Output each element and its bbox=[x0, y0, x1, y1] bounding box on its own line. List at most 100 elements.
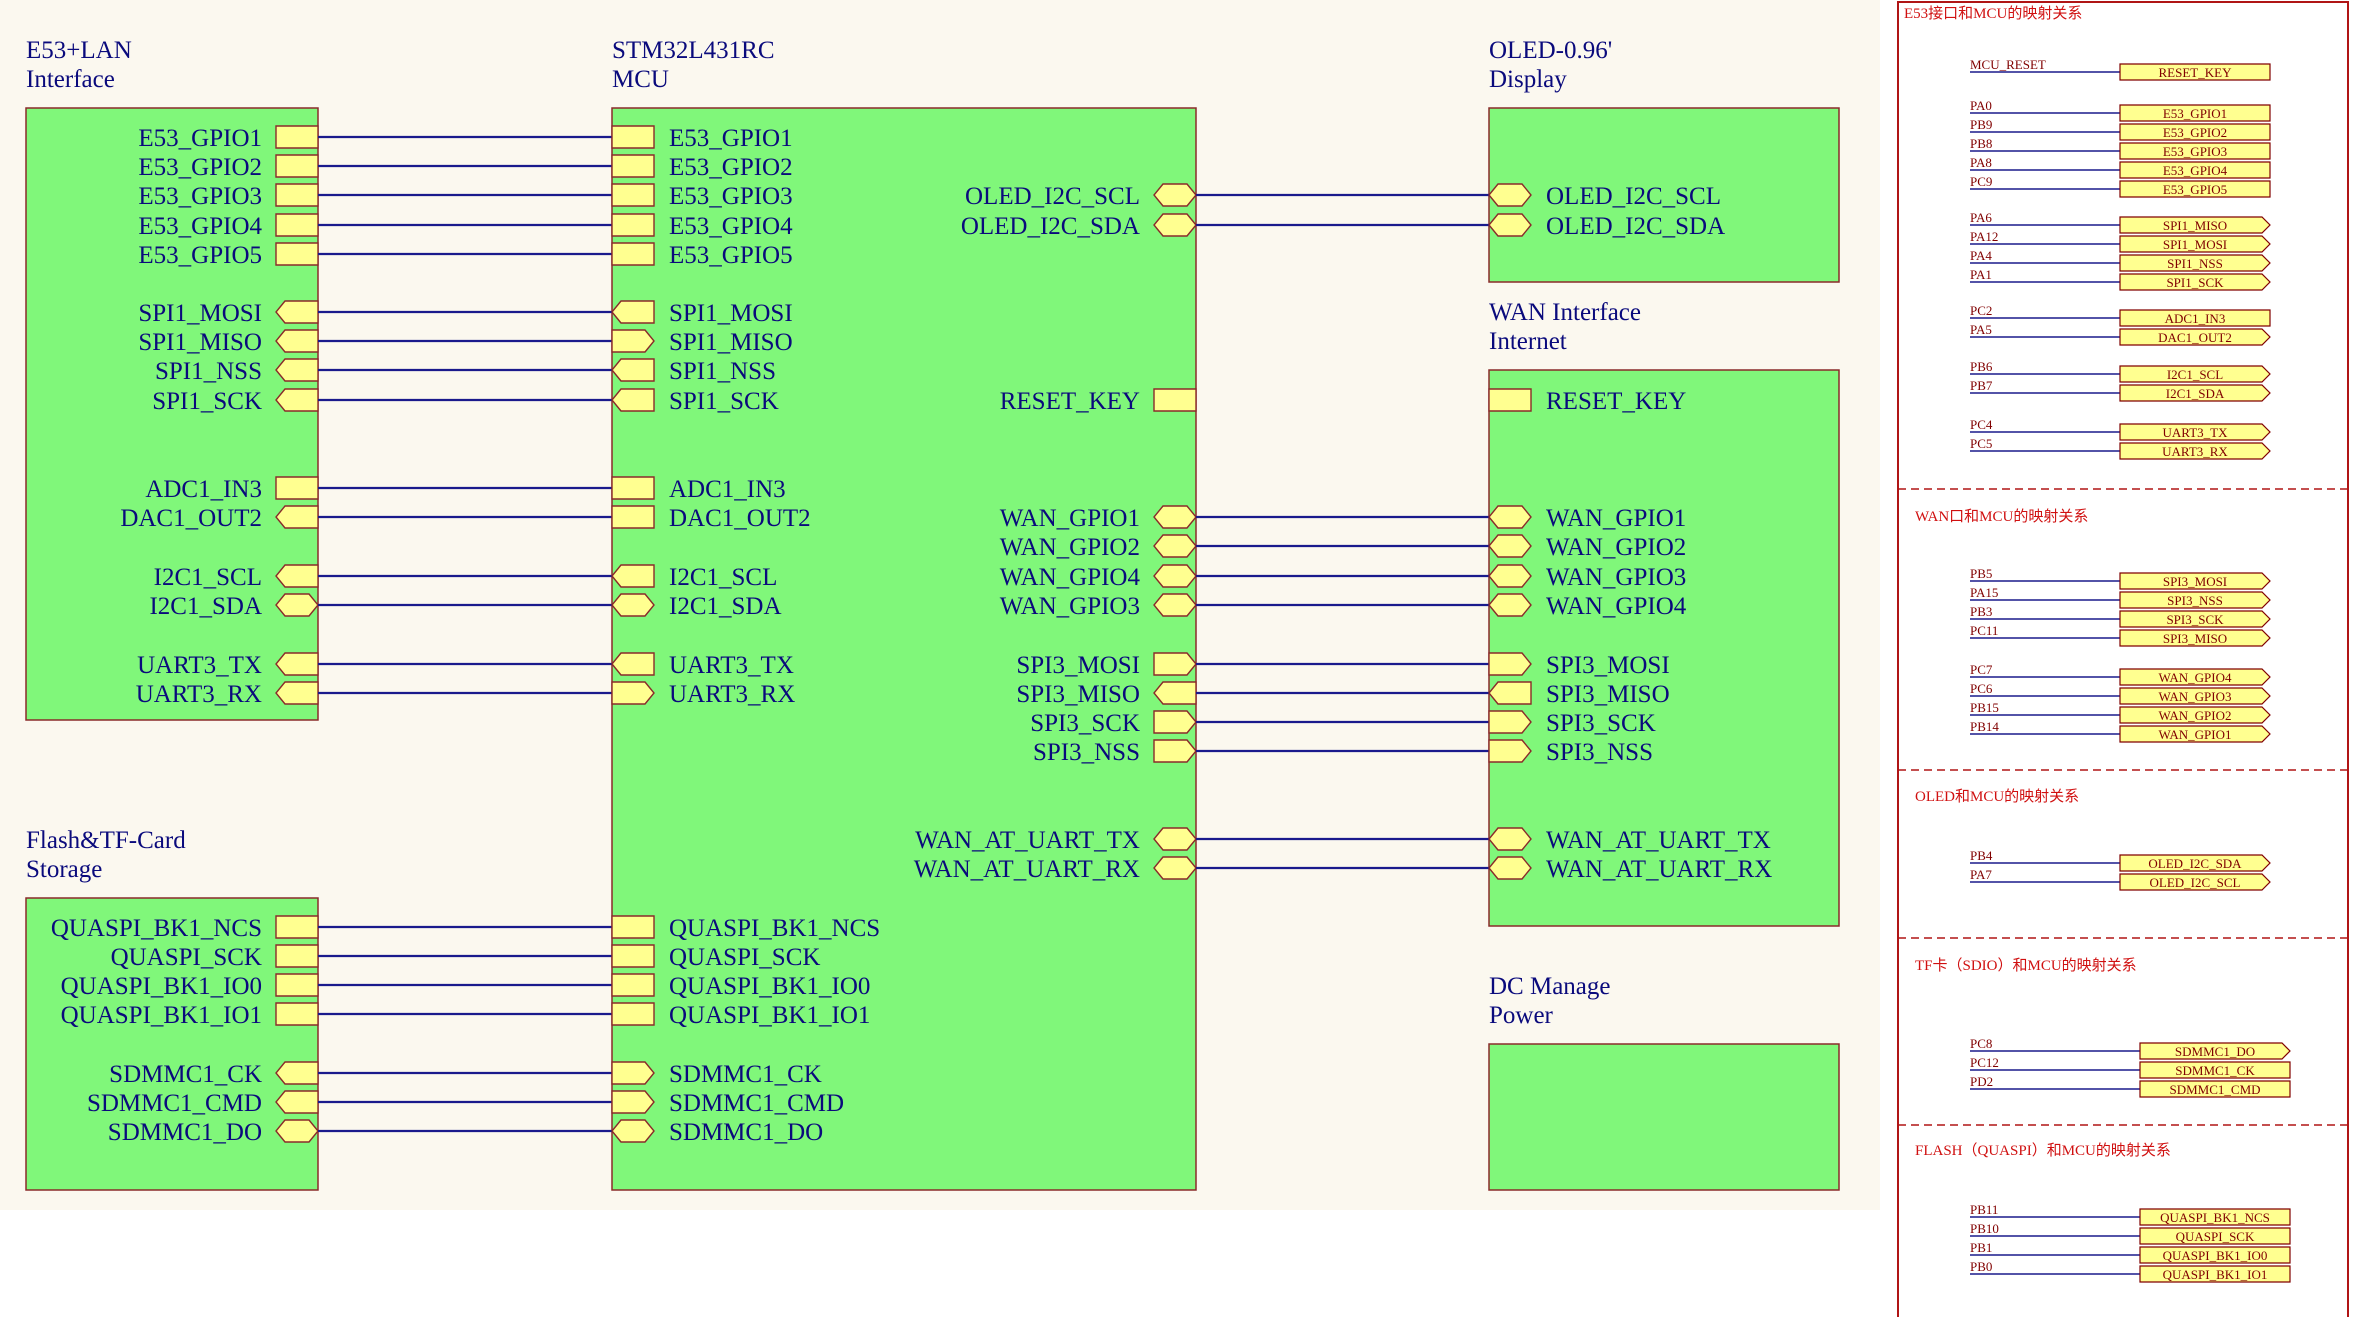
mapping-pin-label: PA15 bbox=[1970, 585, 1998, 600]
oled-title: OLED-0.96' bbox=[1489, 37, 1612, 64]
mapping-net-label: DAC1_OUT2 bbox=[2158, 330, 2232, 345]
mcu-port-e53-gpio3 bbox=[611, 183, 655, 207]
wan-port-label: RESET_KEY bbox=[1546, 388, 1686, 415]
mapping-pin-label: MCU_RESET bbox=[1970, 57, 2046, 72]
e53-port-label: DAC1_OUT2 bbox=[120, 505, 262, 532]
e53-port-label: E53_GPIO5 bbox=[138, 242, 262, 269]
e53-port-label: E53_GPIO4 bbox=[138, 213, 262, 240]
e53-port-spi1-mosi bbox=[275, 300, 319, 324]
mcu-port-quaspi-bk1-io0 bbox=[611, 973, 655, 997]
mcu-port-label: SDMMC1_CK bbox=[669, 1061, 822, 1088]
flash-port-sdmmc1-do bbox=[275, 1119, 319, 1143]
mcu-port-label: WAN_GPIO3 bbox=[1000, 593, 1140, 620]
e53-port-label: I2C1_SDA bbox=[149, 593, 262, 620]
mapping-pin-label: PD2 bbox=[1970, 1074, 1993, 1089]
map-port-uart3-rx bbox=[2119, 442, 2271, 460]
e53-port-spi1-sck bbox=[275, 388, 319, 412]
mapping-net-label: SPI1_NSS bbox=[2167, 256, 2223, 271]
dc-title: DC Manage bbox=[1489, 973, 1611, 1000]
mcu-port-oled-i2c-sda bbox=[1153, 213, 1197, 237]
mcu-port-label: SPI3_NSS bbox=[1033, 739, 1140, 766]
mapping-net-label: E53_GPIO5 bbox=[2163, 182, 2227, 197]
mapping-pin-label: PC7 bbox=[1970, 662, 1993, 677]
mapping-pin-label: PB3 bbox=[1970, 604, 1992, 619]
mapping-pin-label: PB6 bbox=[1970, 359, 1993, 374]
mcu-port-label: QUASPI_SCK bbox=[669, 944, 820, 971]
mcu-port-label: OLED_I2C_SCL bbox=[965, 183, 1140, 210]
mcu-port-label: SPI1_NSS bbox=[669, 358, 776, 385]
wan-port-label: SPI3_SCK bbox=[1546, 710, 1656, 737]
mcu-port-wan-gpio1 bbox=[1153, 505, 1197, 529]
wan-block bbox=[1488, 369, 1840, 927]
map-port-spi1-miso bbox=[2119, 216, 2271, 234]
mapping-section-title: WAN口和MCU的映射关系 bbox=[1915, 508, 2088, 525]
mcu-title: STM32L431RC bbox=[612, 37, 775, 64]
mapping-section-title: E53接口和MCU的映射关系 bbox=[1904, 5, 2082, 22]
e53-port-e53-gpio5 bbox=[275, 242, 319, 266]
mapping-pin-label: PA8 bbox=[1970, 155, 1992, 170]
wan-port-wan-gpio1 bbox=[1488, 505, 1532, 529]
mcu-port-label: QUASPI_BK1_IO1 bbox=[669, 1002, 870, 1029]
mcu-port-label: QUASPI_BK1_NCS bbox=[669, 915, 880, 942]
flash-port-label: QUASPI_BK1_IO1 bbox=[61, 1002, 262, 1029]
wan-port-wan-gpio3 bbox=[1488, 564, 1532, 588]
mapping-net-label: RESET_KEY bbox=[2159, 65, 2233, 80]
mapping-pin-label: PC2 bbox=[1970, 303, 1992, 318]
mapping-net-label: QUASPI_SCK bbox=[2176, 1229, 2255, 1244]
mapping-net-label: SPI1_MISO bbox=[2163, 218, 2227, 233]
map-port-e53-gpio1 bbox=[2119, 104, 2271, 122]
e53-port-label: I2C1_SCL bbox=[154, 564, 262, 591]
mcu-port-label: QUASPI_BK1_IO0 bbox=[669, 973, 870, 1000]
e53-port-label: E53_GPIO1 bbox=[138, 125, 262, 152]
mcu-port-wan-at-uart-tx bbox=[1153, 827, 1197, 851]
mapping-pin-label: PA1 bbox=[1970, 267, 1992, 282]
e53-port-label: SPI1_NSS bbox=[155, 358, 262, 385]
map-port-quaspi-sck bbox=[2139, 1227, 2291, 1245]
map-port-spi3-nss bbox=[2119, 591, 2271, 609]
mapping-net-label: QUASPI_BK1_IO0 bbox=[2163, 1248, 2268, 1263]
mapping-pin-label: PC8 bbox=[1970, 1036, 1992, 1051]
map-port-i2c1-scl bbox=[2119, 365, 2271, 383]
mcu-port-spi3-miso bbox=[1153, 681, 1197, 705]
mcu-port-e53-gpio1 bbox=[611, 125, 655, 149]
map-port-spi1-sck bbox=[2119, 273, 2271, 291]
e53-title: E53+LAN bbox=[26, 37, 132, 64]
mcu-port-label: DAC1_OUT2 bbox=[669, 505, 811, 532]
flash-port-label: SDMMC1_DO bbox=[108, 1119, 262, 1146]
e53-port-e53-gpio3 bbox=[275, 183, 319, 207]
mcu-port-sdmmc1-cmd bbox=[611, 1090, 655, 1114]
mcu-port-spi1-sck bbox=[611, 388, 655, 412]
mcu-port-e53-gpio4 bbox=[611, 213, 655, 237]
e53-port-spi1-nss bbox=[275, 358, 319, 382]
mapping-net-label: WAN_GPIO4 bbox=[2159, 670, 2232, 685]
flash-block bbox=[25, 897, 319, 1191]
wan-port-wan-at-uart-tx bbox=[1488, 827, 1532, 851]
mapping-pin-label: PB7 bbox=[1970, 378, 1993, 393]
mcu-port-sdmmc1-ck bbox=[611, 1061, 655, 1085]
dc-block bbox=[1488, 1043, 1840, 1191]
mapping-pin-label: PB8 bbox=[1970, 136, 1992, 151]
mapping-pin-label: PA12 bbox=[1970, 229, 1998, 244]
mcu-port-dac1-out2 bbox=[611, 505, 655, 529]
mapping-pin-label: PC5 bbox=[1970, 436, 1992, 451]
mcu-port-spi1-nss bbox=[611, 358, 655, 382]
wan-port-wan-gpio2 bbox=[1488, 534, 1532, 558]
e53-port-e53-gpio1 bbox=[275, 125, 319, 149]
mapping-net-label: SPI3_SCK bbox=[2166, 612, 2224, 627]
e53-port-uart3-tx bbox=[275, 652, 319, 676]
mapping-net-label: SPI3_NSS bbox=[2167, 593, 2223, 608]
mcu-port-label: E53_GPIO2 bbox=[669, 154, 793, 181]
mcu-port-label: WAN_GPIO1 bbox=[1000, 505, 1140, 532]
flash-port-label: SDMMC1_CK bbox=[109, 1061, 262, 1088]
mapping-pin-label: PB9 bbox=[1970, 117, 1992, 132]
mcu-port-label: UART3_TX bbox=[669, 652, 794, 679]
map-port-sdmmc1-cmd bbox=[2139, 1080, 2291, 1098]
mcu-port-label: SPI1_MISO bbox=[669, 329, 793, 356]
mapping-pin-label: PB1 bbox=[1970, 1240, 1992, 1255]
mcu-port-label: I2C1_SCL bbox=[669, 564, 777, 591]
mcu-port-label: SDMMC1_CMD bbox=[669, 1090, 844, 1117]
mapping-section-title: TF卡（SDIO）和MCU的映射关系 bbox=[1915, 957, 2137, 974]
flash-port-sdmmc1-cmd bbox=[275, 1090, 319, 1114]
mcu-port-reset-key bbox=[1153, 388, 1197, 412]
e53-port-label: SPI1_MOSI bbox=[138, 300, 262, 327]
